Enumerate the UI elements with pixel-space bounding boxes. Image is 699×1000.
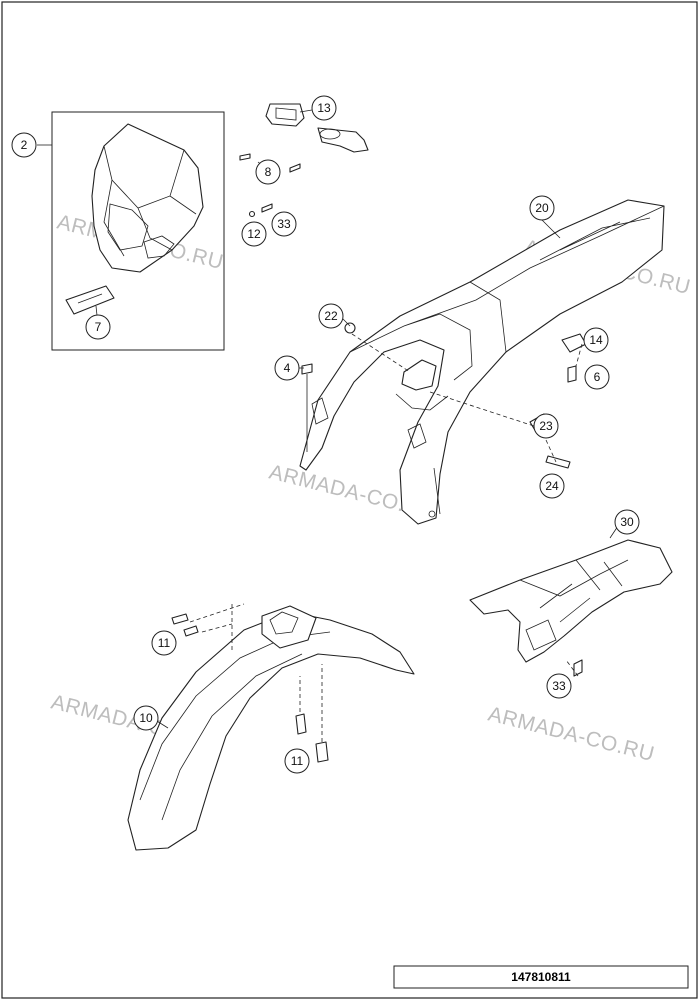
svg-text:23: 23 <box>539 419 553 433</box>
svg-text:30: 30 <box>620 515 634 529</box>
callout-2: 2 <box>11 132 37 158</box>
screw-part <box>171 613 189 625</box>
callout-33: 33 <box>271 211 297 237</box>
svg-text:13: 13 <box>317 101 331 115</box>
svg-text:24: 24 <box>545 479 559 493</box>
front-fender-part <box>127 611 415 851</box>
rear-fender-assembly <box>299 199 665 525</box>
screw-part <box>239 153 251 161</box>
screw-part <box>567 365 577 383</box>
svg-text:6: 6 <box>594 370 601 384</box>
nut-part <box>248 210 256 218</box>
svg-text:33: 33 <box>552 679 566 693</box>
svg-text:8: 8 <box>265 165 272 179</box>
svg-text:20: 20 <box>535 201 549 215</box>
callout-8: 8 <box>255 159 281 185</box>
screw-part <box>573 659 583 677</box>
cable-holder-hardware <box>239 103 369 218</box>
callout-7: 7 <box>85 314 111 340</box>
svg-text:22: 22 <box>324 309 338 323</box>
svg-text:11: 11 <box>158 636 171 650</box>
rear-grab-handle-assembly <box>469 539 673 677</box>
callout-23: 23 <box>533 413 559 439</box>
callout-4: 4 <box>274 355 300 381</box>
screw-part <box>261 203 273 213</box>
rubber-bushing-part <box>561 333 587 353</box>
callout-14: 14 <box>583 327 609 353</box>
headlight-mask-part <box>91 123 204 273</box>
diagram-id: 147810811 <box>511 970 571 984</box>
callout-13: 13 <box>311 95 337 121</box>
callout-balloons: 2 7 13 8 12 33 20 22 4 14 6 23 24 30 11 … <box>11 95 640 774</box>
headlight-sticker-part <box>65 285 115 315</box>
callout-10: 10 <box>133 705 159 731</box>
svg-text:33: 33 <box>277 217 291 231</box>
cable-holder-part <box>317 127 369 153</box>
callout-20: 20 <box>529 195 555 221</box>
screw-part <box>301 363 313 375</box>
group-box <box>51 111 225 351</box>
svg-text:7: 7 <box>95 320 102 334</box>
callout-11: 11 <box>284 748 310 774</box>
callout-24: 24 <box>539 473 565 499</box>
svg-text:14: 14 <box>589 333 603 347</box>
rear-grab-handle-part <box>469 539 673 663</box>
svg-text:12: 12 <box>247 227 261 241</box>
leader-lines <box>37 109 619 742</box>
front-fender-assembly <box>127 605 415 851</box>
svg-text:10: 10 <box>139 711 153 725</box>
screw-part <box>545 455 571 469</box>
svg-text:11: 11 <box>291 754 304 768</box>
svg-text:4: 4 <box>284 361 291 375</box>
callout-6: 6 <box>584 364 610 390</box>
screw-part <box>295 713 307 735</box>
headlight-mask-assembly <box>51 111 225 351</box>
callout-11: 11 <box>151 630 177 656</box>
callout-30: 30 <box>614 509 640 535</box>
svg-text:2: 2 <box>21 138 28 152</box>
screw-part <box>289 163 301 173</box>
cable-holder-part <box>265 103 305 127</box>
rear-fender-part <box>299 199 665 525</box>
screw-part <box>183 625 199 637</box>
screw-part <box>315 741 329 763</box>
rear-fender-bracket <box>401 359 437 391</box>
callout-12: 12 <box>241 221 267 247</box>
diagram-id-box: 147810811 <box>393 965 689 989</box>
callout-22: 22 <box>318 303 344 329</box>
watermark-text: ARMADA-CO.RU <box>486 703 657 767</box>
callout-33: 33 <box>546 673 572 699</box>
rubber-grommet-part <box>344 322 356 334</box>
